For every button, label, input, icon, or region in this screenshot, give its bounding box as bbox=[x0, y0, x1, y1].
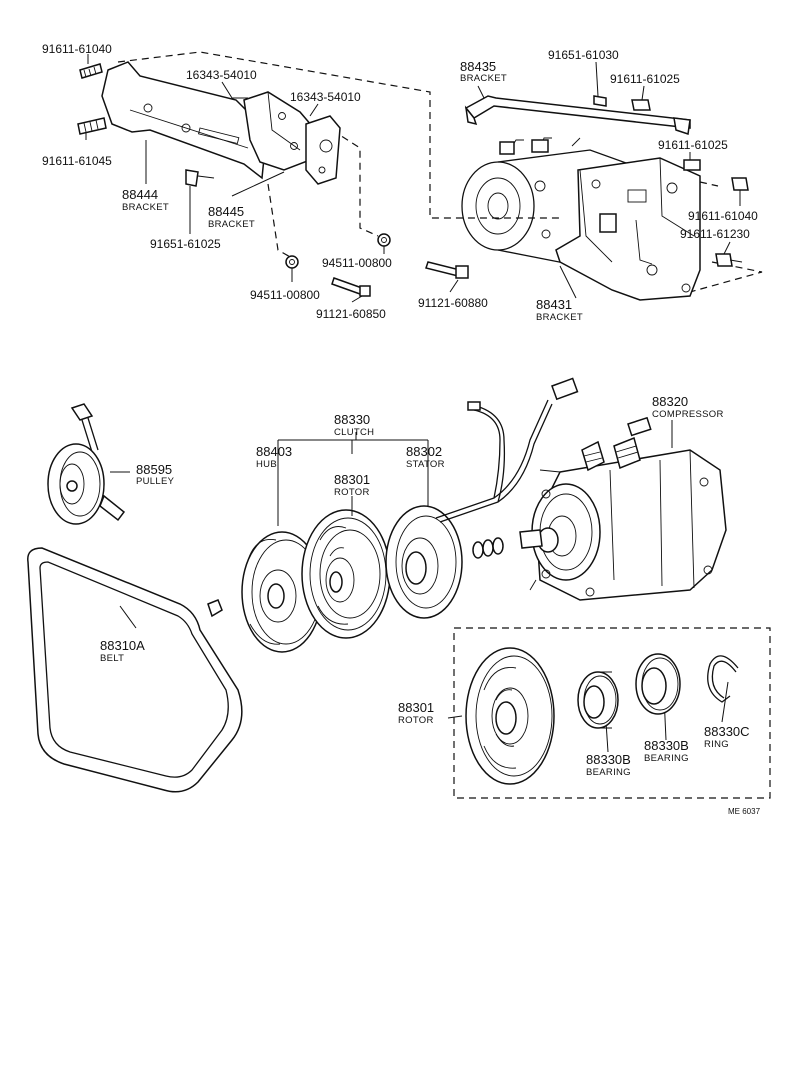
label-88431-name: BRACKET bbox=[536, 312, 583, 323]
bolt-91611-61025-a bbox=[631, 99, 651, 111]
label-88320-name: COMPRESSOR bbox=[652, 409, 724, 420]
ring-88330C-drawing bbox=[707, 655, 739, 703]
nut-94511-00800-a bbox=[285, 255, 299, 269]
label-88595: 88595 bbox=[136, 462, 172, 477]
label-88403-name: HUB bbox=[256, 459, 277, 470]
label-88302-name: STATOR bbox=[406, 459, 445, 470]
label-88301-a: 88301 bbox=[334, 472, 370, 487]
label-91611-61025-b: 91611-61025 bbox=[658, 138, 728, 152]
label-88445: 88445 bbox=[208, 204, 244, 219]
label-88435: 88435 bbox=[460, 59, 496, 74]
label-91611-61045: 91611-61045 bbox=[42, 154, 112, 168]
label-91121-60880: 91121-60880 bbox=[418, 296, 488, 310]
label-91611-61040-a: 91611-61040 bbox=[42, 42, 112, 56]
label-91611-61040-b: 91611-61040 bbox=[688, 209, 758, 223]
label-16343-54010-a: 16343-54010 bbox=[186, 68, 257, 82]
label-88403: 88403 bbox=[256, 444, 292, 459]
rotor-88301-a-drawing bbox=[301, 509, 391, 639]
label-88310A: 88310A bbox=[100, 638, 145, 653]
bolt-91651-61025-a bbox=[185, 169, 215, 187]
label-91611-61230: 91611-61230 bbox=[680, 227, 750, 241]
label-88435-name: BRACKET bbox=[460, 73, 507, 84]
label-16343-54010-b: 16343-54010 bbox=[290, 90, 361, 104]
bolt-91611-61025-b bbox=[683, 159, 701, 171]
label-88301-b: 88301 bbox=[398, 700, 434, 715]
label-88330C-name: RING bbox=[704, 739, 729, 750]
bolt-91121-60850 bbox=[331, 277, 371, 297]
bearing-88330B-b-drawing bbox=[635, 653, 681, 715]
label-88330B-b: 88330B bbox=[644, 738, 689, 753]
bracket-assembly-section: 91611-61040 91611-61045 16343-54010 1634… bbox=[42, 42, 763, 323]
bolt-91651-61030 bbox=[593, 95, 607, 107]
label-91611-61025-a: 91611-61025 bbox=[610, 72, 680, 86]
label-91121-60850: 91121-60850 bbox=[316, 307, 386, 321]
rotor-88301-b-drawing bbox=[465, 647, 555, 785]
bolt-91611-61040-a bbox=[79, 63, 103, 79]
label-91651-61025: 91651-61025 bbox=[150, 237, 221, 251]
shims bbox=[472, 537, 504, 559]
bracket-88435-drawing bbox=[464, 95, 691, 135]
bolt-91121-60880 bbox=[425, 261, 469, 279]
nut-94511-00800-b bbox=[377, 233, 391, 247]
belt-88310A-drawing bbox=[27, 547, 243, 793]
label-94511-00800-a: 94511-00800 bbox=[250, 288, 320, 302]
label-88595-name: PULLEY bbox=[136, 476, 175, 487]
bracket-88431-drawing bbox=[555, 157, 701, 301]
label-88320: 88320 bbox=[652, 394, 688, 409]
label-88330B-b-name: BEARING bbox=[644, 753, 689, 764]
label-88444: 88444 bbox=[122, 187, 158, 202]
label-88444-name: BRACKET bbox=[122, 202, 169, 213]
label-88301-b-name: ROTOR bbox=[398, 715, 434, 726]
pulley-88595-drawing bbox=[47, 403, 126, 525]
rotor-detail-box bbox=[453, 627, 771, 799]
bearing-88330B-a-drawing bbox=[577, 671, 619, 729]
bracket-88444-drawing bbox=[101, 61, 269, 180]
label-88330C: 88330C bbox=[704, 724, 750, 739]
bolt-91611-61040-b bbox=[731, 177, 749, 191]
label-94511-00800-b: 94511-00800 bbox=[322, 256, 392, 270]
bracket-88445-drawing bbox=[243, 91, 341, 185]
label-88330B-a: 88330B bbox=[586, 752, 631, 767]
stator-88302-drawing bbox=[385, 505, 463, 619]
clutch-compressor-section: 88595 PULLEY 88330 CLUTCH 88403 HUB 8830… bbox=[27, 377, 771, 816]
label-88301-a-name: ROTOR bbox=[334, 487, 370, 498]
compressor-88320-drawing bbox=[519, 416, 727, 601]
nut-shaft bbox=[207, 599, 223, 618]
bolt-91611-61230 bbox=[715, 253, 743, 267]
label-88445-name: BRACKET bbox=[208, 219, 255, 230]
wire-harness-drawing bbox=[435, 377, 579, 523]
label-88330-name: CLUTCH bbox=[334, 427, 374, 438]
label-88310A-name: BELT bbox=[100, 653, 124, 664]
bolt-91611-61045 bbox=[77, 117, 107, 135]
label-88302: 88302 bbox=[406, 444, 442, 459]
label-88330B-a-name: BEARING bbox=[586, 767, 631, 778]
diagram-code: ME 6037 bbox=[728, 807, 761, 816]
label-88431: 88431 bbox=[536, 297, 572, 312]
label-88330: 88330 bbox=[334, 412, 370, 427]
label-91651-61030: 91651-61030 bbox=[548, 48, 619, 62]
